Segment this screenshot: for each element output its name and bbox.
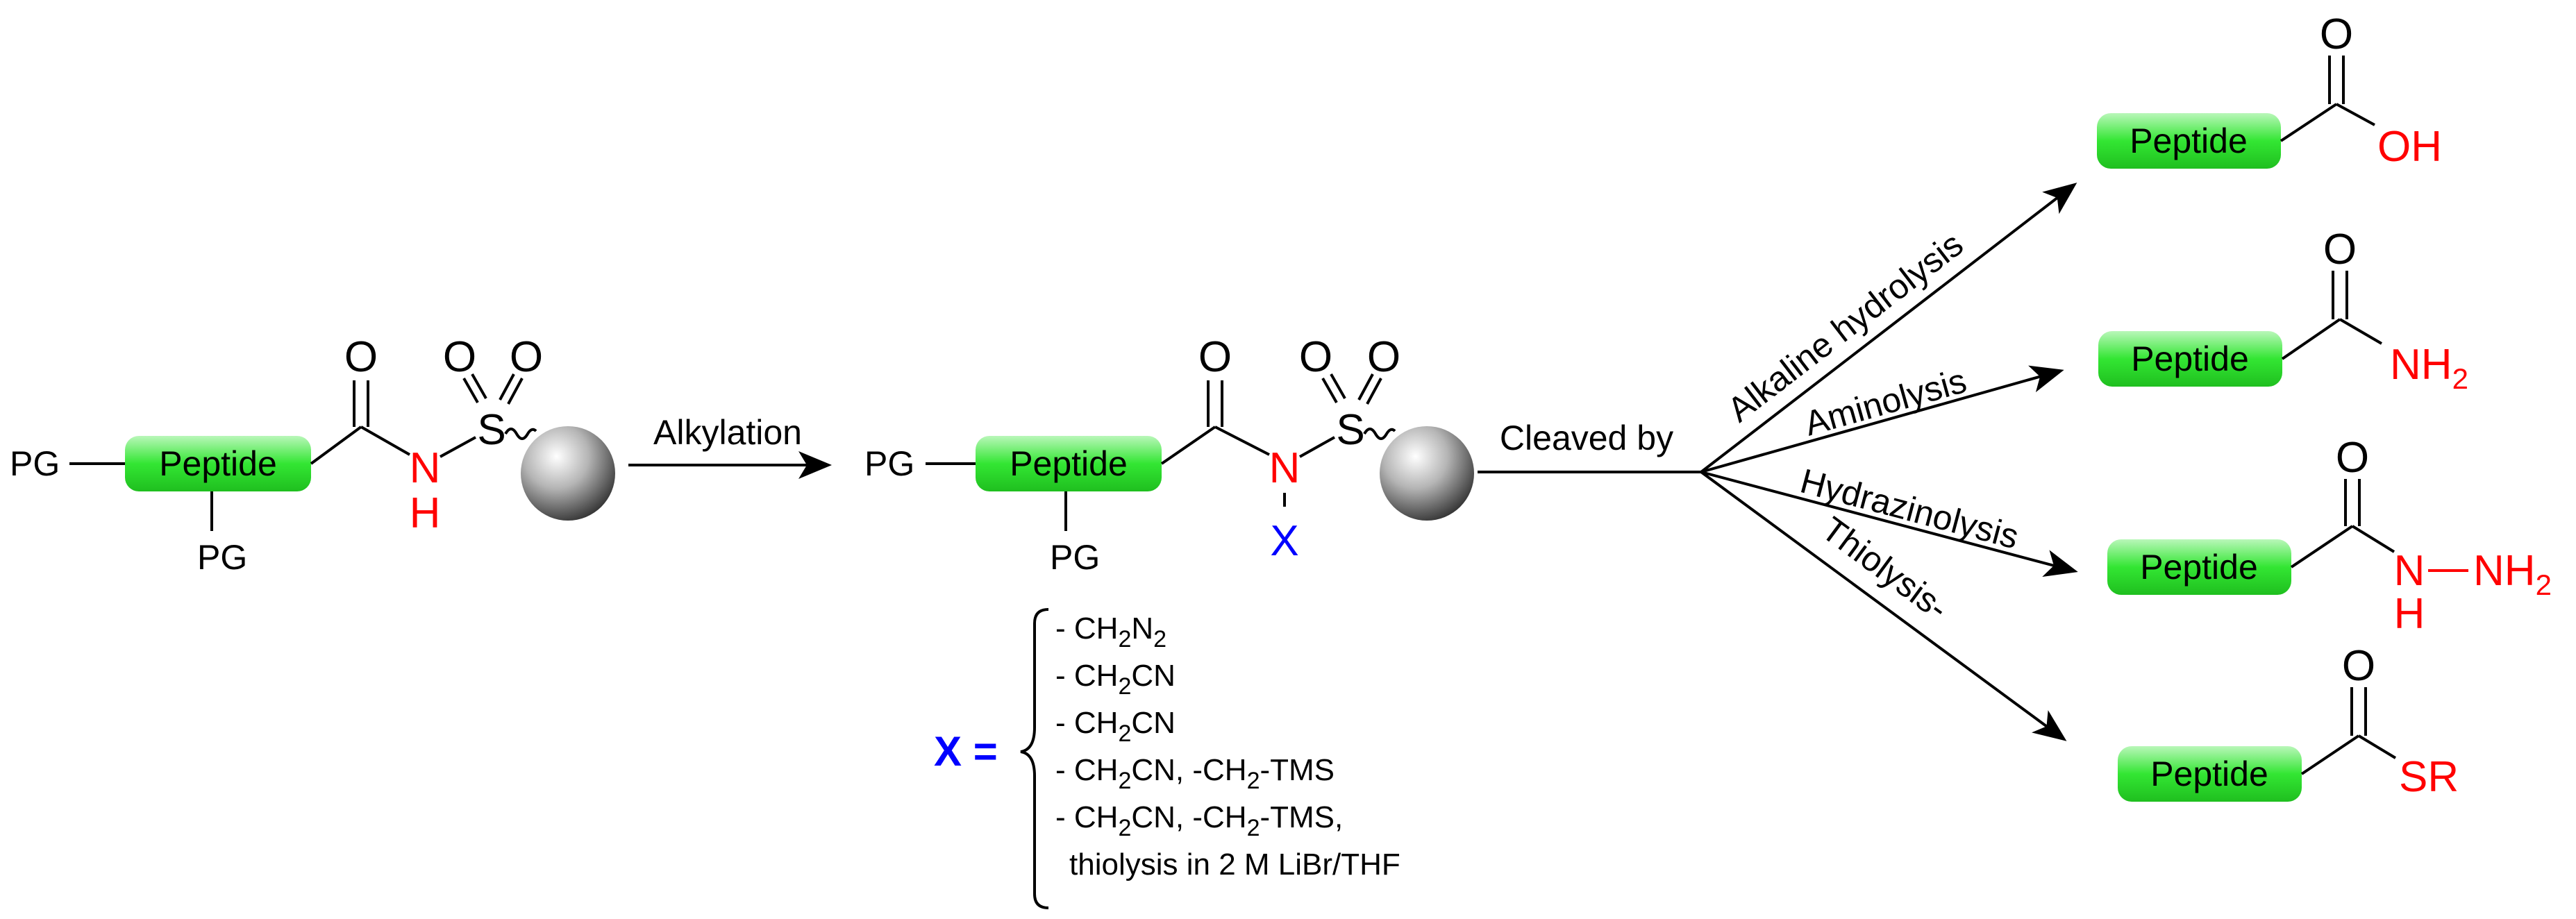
pg-bottom-label: PG xyxy=(197,538,247,577)
resin-bead-2 xyxy=(1380,426,1474,521)
thioester-sr-group: SR xyxy=(2399,753,2459,801)
sulfonyl-oxygen-2: O xyxy=(510,333,543,381)
peptide-box-5: Peptide xyxy=(2107,539,2291,595)
carbonyl-oxygen-2: O xyxy=(1198,333,1232,381)
svg-text:Peptide: Peptide xyxy=(2150,754,2268,793)
alkylated-intermediate: PG Peptide PG O N X S O O xyxy=(864,333,1474,577)
product-hydrazide: Peptide O N H NH2 xyxy=(2107,434,2552,638)
hydrazide-hydrogen: H xyxy=(2394,590,2425,638)
product-thioester: Peptide O SR xyxy=(2118,642,2459,802)
aminolysis-arrow xyxy=(1700,365,2064,473)
sulfonyl-oxygen-3: O xyxy=(1299,333,1332,381)
svg-text:Peptide: Peptide xyxy=(2130,121,2248,160)
nh-nitrogen: N xyxy=(410,444,441,492)
curly-brace xyxy=(1020,608,1049,909)
alkaline-arrow xyxy=(1700,183,2077,473)
product-acid: Peptide O OH xyxy=(2097,10,2442,171)
svg-text:Peptide: Peptide xyxy=(2131,339,2249,378)
svg-text:Peptide: Peptide xyxy=(1010,444,1128,483)
hydrazide-nitrogen: N xyxy=(2394,547,2425,595)
sulfonyl-sulfur-2: S xyxy=(1336,406,1364,454)
carbonyl-oxygen: O xyxy=(344,333,378,381)
peptide-box-4: Peptide xyxy=(2098,331,2282,387)
amide-nh2-group: NH2 xyxy=(2390,341,2468,395)
hydrazide-nh2-group: NH2 xyxy=(2473,547,2552,601)
sulfonyl-oxygen-4: O xyxy=(1367,333,1400,381)
peptide-box: Peptide xyxy=(125,436,311,491)
thioester-carbonyl-oxygen: O xyxy=(2342,642,2375,690)
product-amide: Peptide O NH2 xyxy=(2098,226,2468,395)
x-item-2: - CH2CN xyxy=(1055,659,1176,700)
peptide-box-2: Peptide xyxy=(976,436,1162,491)
amide-carbonyl-oxygen: O xyxy=(2323,226,2357,273)
pg-left-label: PG xyxy=(10,444,60,483)
aminolysis-label: Aminolysis xyxy=(1800,361,1971,444)
hydroxyl-group: OH xyxy=(2377,123,2442,171)
pg-left-label-2: PG xyxy=(864,444,914,483)
x-item-1: - CH2N2 xyxy=(1055,612,1166,652)
peptide-box-3: Peptide xyxy=(2097,113,2281,169)
hydrazinolysis-arrow xyxy=(1700,471,2078,577)
n-nitrogen: N xyxy=(1269,444,1300,492)
peptide-box-6: Peptide xyxy=(2118,746,2302,802)
x-item-3: - CH2CN xyxy=(1055,706,1176,747)
sulfonyl-sulfur: S xyxy=(477,406,505,454)
x-substituent: X xyxy=(1270,517,1298,565)
hydrazide-carbonyl-oxygen: O xyxy=(2336,434,2369,482)
sulfonyl-oxygen-1: O xyxy=(443,333,476,381)
thiolysis-arrow xyxy=(1700,471,2067,741)
pg-bottom-label-2: PG xyxy=(1050,538,1100,577)
alkylation-label: Alkylation xyxy=(653,413,802,452)
svg-text:Peptide: Peptide xyxy=(2140,548,2258,587)
acid-carbonyl-oxygen: O xyxy=(2320,10,2353,58)
x-item-4: - CH2CN, -CH2-TMS xyxy=(1055,753,1335,794)
x-item-6: thiolysis in 2 M LiBr/THF xyxy=(1069,848,1400,882)
x-definition: X = - CH2N2 - CH2CN - CH2CN - CH2CN, -CH… xyxy=(934,608,1400,909)
x-equals-label: X = xyxy=(934,728,998,775)
x-item-5: - CH2CN, -CH2-TMS, xyxy=(1055,800,1343,841)
starting-material: PG Peptide PG O N H S O O xyxy=(10,333,615,577)
nh-hydrogen: H xyxy=(410,489,441,537)
svg-text:Peptide: Peptide xyxy=(159,444,277,483)
cleaved-by-label: Cleaved by xyxy=(1500,419,1673,457)
resin-bead xyxy=(521,426,615,521)
